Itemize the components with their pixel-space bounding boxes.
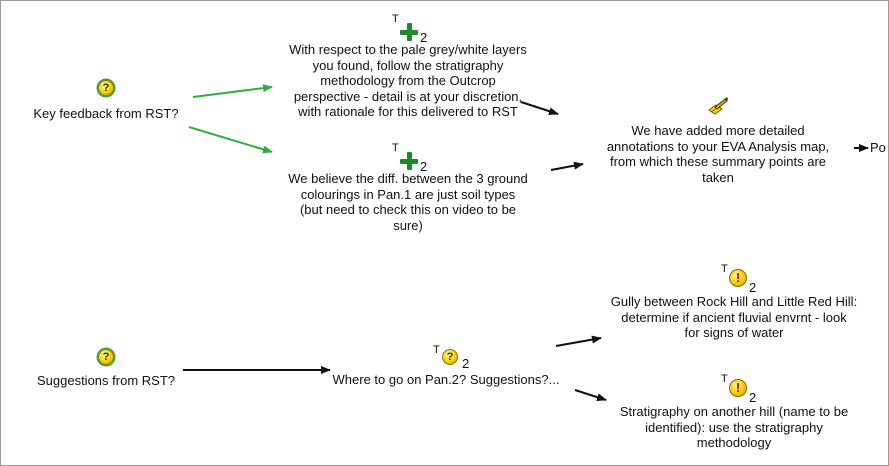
node-gully[interactable]: T ! 2 Gully between Rock Hill and Little… — [591, 263, 877, 348]
type-tag-t: T — [392, 142, 399, 154]
type-tag-t: T — [721, 263, 728, 275]
node-where-to-go[interactable]: T ? 2 Where to go on Pan.2? Suggestions?… — [328, 343, 564, 387]
node-label: Key feedback from RST? — [33, 106, 179, 121]
exclamation-icon: ! — [729, 379, 747, 397]
node-annotations[interactable]: We have added more detailed annotations … — [584, 96, 852, 185]
node-soil-types[interactable]: T 2 We believe the diff. between the 3 g… — [263, 140, 553, 245]
question-icon: ? — [442, 349, 458, 365]
type-tag-t: T — [721, 373, 728, 385]
link-pale-to-key — [192, 84, 273, 98]
question-icon: ? — [98, 349, 114, 365]
node-label: Gully between Rock Hill and Little Red H… — [610, 294, 858, 341]
node-label: Suggestions from RST? — [36, 373, 175, 388]
question-icon: ? — [98, 80, 114, 96]
link-gully-to-where — [555, 335, 602, 347]
type-tag-number: 2 — [749, 390, 757, 405]
plus-icon — [399, 22, 419, 42]
node-label: With respect to the pale grey/white laye… — [289, 42, 527, 120]
link-annot-to-soil — [550, 161, 584, 171]
node-label: We believe the diff. between the 3 groun… — [288, 171, 528, 233]
link-soil-to-key — [188, 126, 273, 154]
plus-icon — [399, 151, 419, 171]
node-key-feedback[interactable]: ? Key feedback from RST? — [21, 78, 191, 123]
type-tag-t: T — [433, 344, 440, 356]
node-label: Po — [870, 140, 886, 155]
exclamation-icon: ! — [729, 269, 747, 287]
node-label: Where to go on Pan.2? Suggestions?... — [332, 372, 560, 387]
type-tag-number: 2 — [462, 356, 470, 371]
link-strat-to-where — [574, 389, 607, 402]
node-stratigraphy-hill[interactable]: T ! 2 Stratigraphy on another hill (name… — [591, 373, 877, 458]
node-label: We have added more detailed annotations … — [606, 123, 830, 185]
type-tag-number: 2 — [420, 159, 428, 174]
pencil-note-icon — [708, 97, 728, 115]
link-annot-to-pale — [520, 101, 559, 116]
type-tag-number: 2 — [749, 280, 757, 295]
node-po[interactable]: Po — [870, 140, 888, 158]
type-tag-t: T — [392, 13, 399, 25]
node-label: Stratigraphy on another hill (name to be… — [619, 404, 849, 451]
node-pale-layers[interactable]: T 2 With respect to the pale grey/white … — [263, 11, 553, 131]
node-suggestions-rst[interactable]: ? Suggestions from RST? — [21, 347, 191, 388]
type-tag-number: 2 — [420, 30, 428, 45]
